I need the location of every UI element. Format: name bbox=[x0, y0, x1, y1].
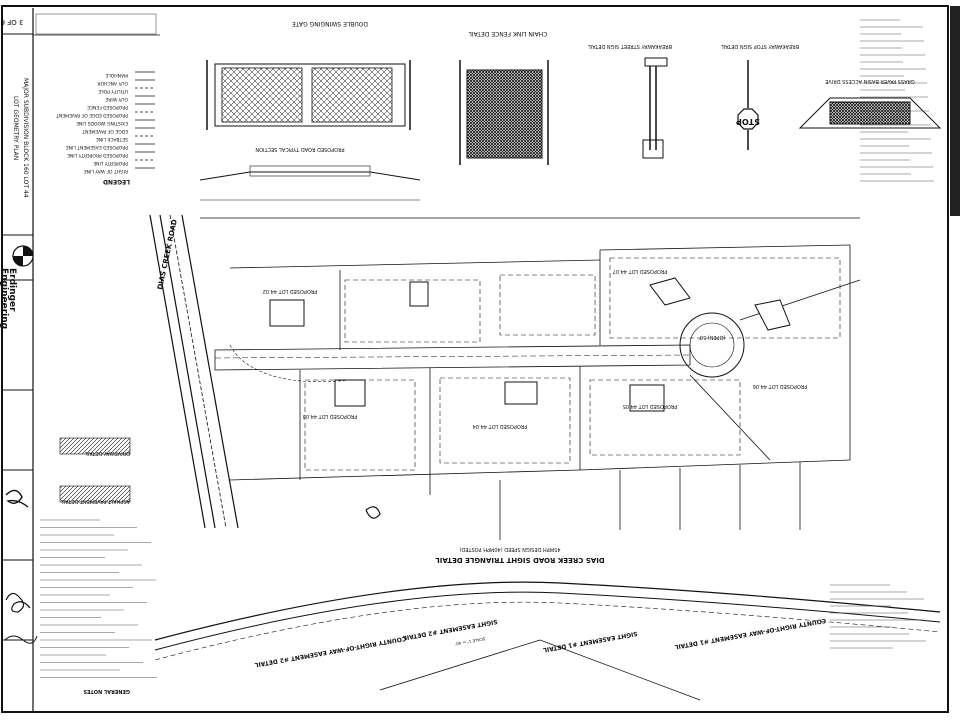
sight-triangle-detail: DIAS CREEK ROAD SIGHT TRIANGLE DETAIL 45… bbox=[154, 546, 941, 661]
cro-easement-2-title: COUNTY RIGHT-OF-WAY EASEMENT #2 DETAIL bbox=[254, 635, 407, 669]
driveway-detail bbox=[59, 437, 131, 455]
signature-3 bbox=[4, 635, 38, 644]
legend-item: GUY ANCHOR bbox=[97, 80, 128, 86]
legend-item: UTILITY POLE bbox=[98, 88, 128, 94]
general-notes-block bbox=[40, 519, 157, 678]
easement-line-2 bbox=[539, 639, 701, 701]
sight-triangle-title: DIAS CREEK ROAD SIGHT TRIANGLE DETAIL bbox=[435, 556, 605, 564]
road-edge-2 bbox=[159, 214, 216, 529]
cul-de-sac bbox=[679, 312, 745, 378]
legend-item: PROPOSED EASEMENT LINE bbox=[66, 144, 128, 150]
proposed-road-centerline bbox=[214, 354, 691, 359]
stop-sign-title: BREAKAWAY STOP SIGN DETAIL bbox=[721, 43, 799, 49]
scale-label: SCALE 1" = 40' bbox=[455, 636, 486, 646]
scan-edge bbox=[950, 6, 960, 216]
north-arrow bbox=[365, 506, 381, 519]
road-label: DIAS CREEK ROAD bbox=[156, 218, 179, 290]
sheet-number: 3 OF 6 bbox=[0, 18, 23, 26]
company-logo: Erdinger Engineering bbox=[0, 245, 34, 329]
legend-item: RIGHT OF WAY LINE bbox=[84, 168, 128, 174]
setback-lines bbox=[304, 257, 841, 471]
site-plan: DIAS CREEK ROAD (OPEN) 50' bbox=[149, 214, 861, 540]
legend-item: SETBACK LINE bbox=[96, 136, 128, 142]
road-section-title: PROPOSED ROAD TYPICAL SECTION bbox=[255, 146, 345, 152]
fence-detail-title: CHAIN LINK FENCE DETAIL bbox=[468, 30, 548, 37]
gate-detail-title: DOUBLE SWINGING GATE bbox=[292, 20, 368, 27]
company-name-2: Engineering bbox=[0, 268, 9, 329]
signature-2 bbox=[5, 592, 31, 613]
legend-item: EDGE OF PAVEMENT bbox=[82, 128, 128, 134]
sheet-border bbox=[1, 5, 949, 713]
asphalt-detail bbox=[59, 485, 131, 503]
lot-44-06-label: PROPOSED LOT 44.06 bbox=[753, 383, 808, 389]
grass-paver-detail: GRASS PAVER BASIN ACCESS DRIVE bbox=[798, 78, 942, 129]
legend-list: RIGHT OF WAY LINE PROPERTY LINE PROPOSED P… bbox=[56, 71, 155, 174]
general-notes-heading: GENERAL NOTES bbox=[83, 688, 130, 694]
street-sign-detail: BREAKAWAY STREET SIGN DETAIL bbox=[588, 43, 672, 159]
stop-sign-detail: BREAKAWAY STOP SIGN DETAIL STOP bbox=[721, 43, 799, 150]
road-edge-3 bbox=[181, 214, 239, 529]
legend-item: GUY WIRE bbox=[105, 96, 128, 102]
legend-item: PROPERTY LINE bbox=[93, 160, 128, 166]
grass-paver-title: GRASS PAVER BASIN ACCESS DRIVE bbox=[825, 78, 915, 84]
fence-detail: CHAIN LINK FENCE DETAIL bbox=[459, 30, 549, 165]
cul-de-sac-label: (OPEN) 50' bbox=[698, 334, 725, 340]
company-name-1: Erdinger bbox=[7, 268, 17, 312]
dwellings bbox=[269, 277, 791, 412]
legend-item: PROPOSED FENCE bbox=[87, 104, 128, 110]
stop-sign-text: STOP bbox=[736, 117, 760, 126]
drainage-swale bbox=[229, 344, 351, 382]
legend-item: EXISTING WOODS LINE bbox=[76, 120, 128, 126]
lot-44-07-label: PROPOSED LOT 44.07 bbox=[613, 268, 668, 274]
sight-easement-1-title: SIGHT EASEMENT #1 DETAIL bbox=[542, 630, 638, 654]
road-section-detail: PROPOSED ROAD TYPICAL SECTION bbox=[199, 146, 421, 201]
sight-triangle-subtitle: 45MPH DESIGN SPEED (40MPH POSTED) bbox=[459, 546, 560, 552]
lot-44-03-label: PROPOSED LOT 44.03 bbox=[303, 413, 358, 419]
gate-detail: DOUBLE SWINGING GATE bbox=[206, 20, 411, 130]
road-edge-1 bbox=[149, 214, 206, 529]
legend-item: PROPOSED PROPERTY LINE bbox=[67, 152, 128, 158]
road-centerline bbox=[169, 214, 227, 529]
lot-44-05-label: PROPOSED LOT 44.05 bbox=[623, 403, 678, 409]
plan-title: LOT GEOMETRY PLAN bbox=[12, 96, 19, 160]
signature bbox=[5, 489, 29, 508]
legend-heading: LEGEND bbox=[103, 178, 130, 185]
legend-item: PROPOSED EDGE OF PAVEMENT bbox=[56, 112, 128, 118]
lot-44-02-label: PROPOSED LOT 44.02 bbox=[263, 288, 318, 294]
plan-subtitle: MAJOR SUBDIVISION BLOCK 160 LOT 44 bbox=[22, 78, 29, 198]
street-sign-title: BREAKAWAY STREET SIGN DETAIL bbox=[588, 43, 672, 49]
notes-column: LEGEND RIGHT OF WAY LINE PROPERTY LINE PRO… bbox=[33, 13, 160, 694]
cro-easement-1-title: COUNTY RIGHT-OF-WAY EASEMENT #1 DETAIL bbox=[674, 617, 827, 651]
right-notes bbox=[830, 19, 934, 649]
lot-44-04-label: PROPOSED LOT 44.04 bbox=[473, 423, 528, 429]
easement-line bbox=[379, 639, 541, 691]
proposed-road bbox=[214, 344, 691, 371]
title-block: 3 OF 6 LOT GEOMETRY PLAN MAJOR SUBDIVISI… bbox=[0, 8, 38, 712]
legend-item: MANHOLE bbox=[105, 72, 128, 78]
lot-lines bbox=[200, 217, 861, 540]
